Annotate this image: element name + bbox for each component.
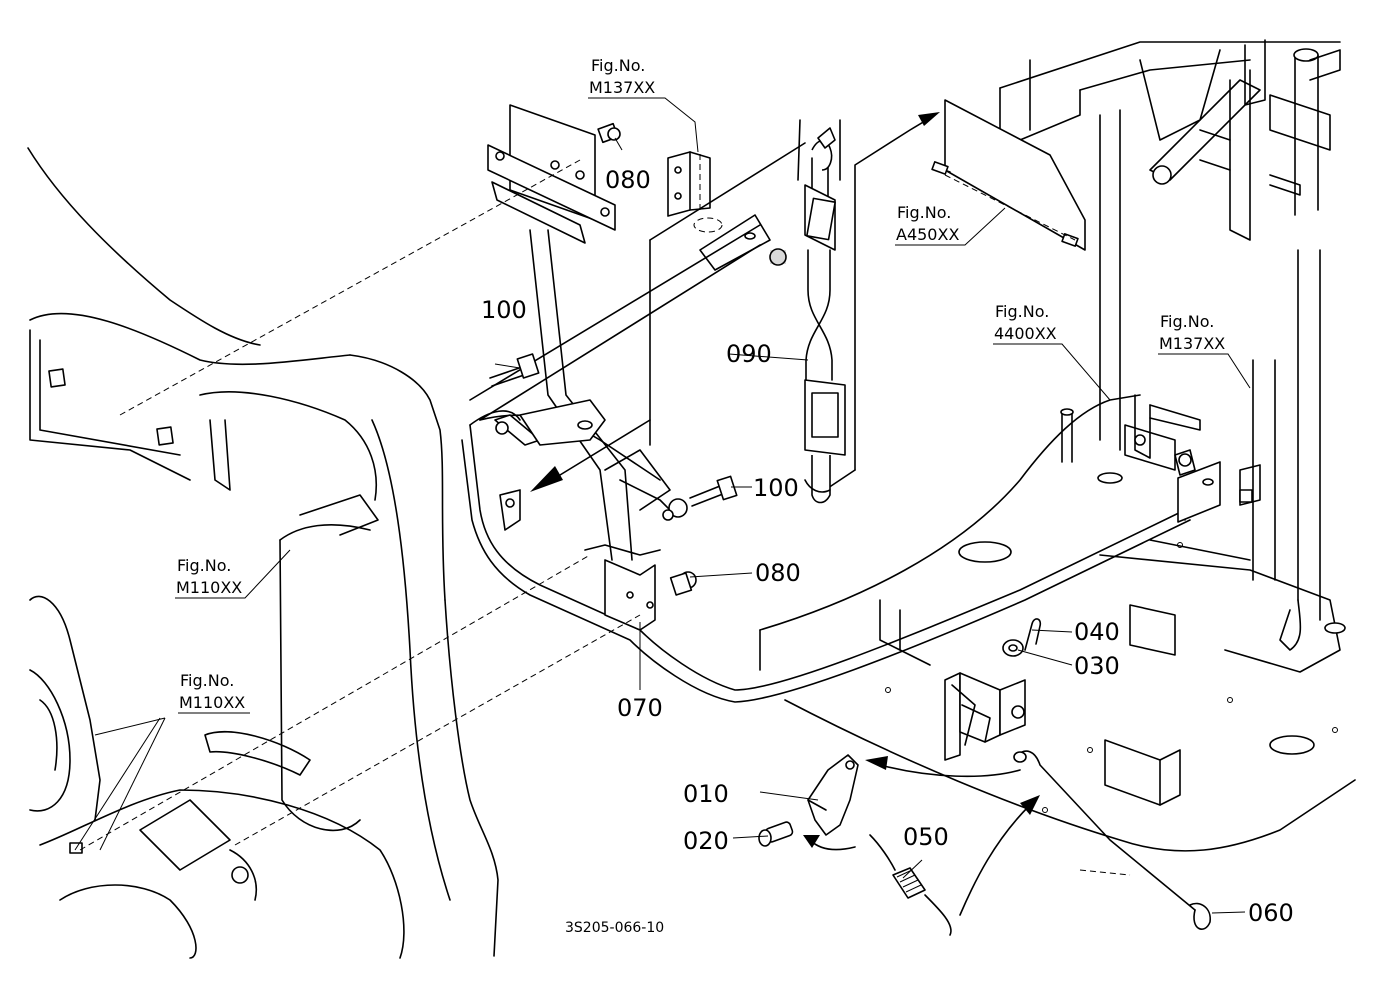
bolt-100-right: [662, 475, 738, 521]
fig-ref-a450-prefix: Fig.No.: [897, 203, 951, 222]
right-mount-bracket: [1124, 394, 1261, 506]
fender-outline: [27, 147, 499, 957]
part-label-100-right: 100: [753, 474, 799, 502]
part-label-080-mid: 080: [755, 559, 801, 587]
part-labels: 080 100 090 100 080 070 040 030 010 020 …: [481, 166, 1294, 927]
fig-ref-m110-mid-code: M110XX: [176, 578, 242, 597]
pin-020: [758, 821, 794, 847]
part-label-010: 010: [683, 780, 729, 808]
part-label-100-left: 100: [481, 296, 527, 324]
top-plate-bracket: [487, 104, 621, 244]
strap-090: [797, 119, 846, 504]
fig-ref-m137-top-code: M137XX: [589, 78, 655, 97]
fig-ref-m110-mid-prefix: Fig.No.: [177, 556, 231, 575]
upper-small-bracket: [667, 151, 723, 233]
pin-040: [1024, 618, 1042, 651]
fig-ref-m110-low-prefix: Fig.No.: [180, 671, 234, 690]
latch-bracket: [944, 672, 1026, 761]
part-label-070: 070: [617, 694, 663, 722]
lower-assembly-arrows: [803, 756, 1040, 916]
part-label-040: 040: [1074, 618, 1120, 646]
fig-ref-a450-code: A450XX: [896, 225, 959, 244]
fig-ref-4400-code: 4400XX: [994, 324, 1057, 343]
part-label-080-top: 080: [605, 166, 651, 194]
floor-plate: [759, 394, 1356, 852]
part-label-060: 060: [1248, 899, 1294, 927]
bolt-080-mid: [669, 571, 697, 596]
drawing-id: 3S205-066-10: [565, 920, 664, 936]
lever-frame-070: [461, 229, 1221, 703]
fig-ref-m137-top-prefix: Fig.No.: [591, 56, 645, 75]
washer-030: [1002, 639, 1024, 657]
flange-bolt: [769, 248, 787, 266]
spring-050: [869, 834, 952, 936]
leader-lines: [74, 97, 1251, 914]
cover-plate-a450: [931, 99, 1086, 251]
fig-ref-m110-low-code: M110XX: [179, 693, 245, 712]
right-posts: [1252, 249, 1321, 651]
part-label-020: 020: [683, 827, 729, 855]
bolt-100-left: [489, 353, 540, 387]
rod-060: [1013, 750, 1211, 930]
frame-structure: [999, 39, 1341, 451]
part-label-050: 050: [903, 823, 949, 851]
assembly-arrows: [530, 112, 940, 492]
fig-ref-4400-prefix: Fig.No.: [995, 302, 1049, 321]
figure-references: Fig.No. M137XX Fig.No. A450XX Fig.No. 44…: [176, 56, 1225, 712]
fig-ref-m137-right-prefix: Fig.No.: [1160, 312, 1214, 331]
cross-tube: [469, 214, 771, 446]
part-label-090: 090: [726, 340, 772, 368]
lower-housing: [29, 595, 405, 959]
part-label-030: 030: [1074, 652, 1120, 680]
fig-ref-m137-right-code: M137XX: [1159, 334, 1225, 353]
latch-plate-010: [807, 754, 859, 836]
guide-lines: [79, 150, 1076, 851]
